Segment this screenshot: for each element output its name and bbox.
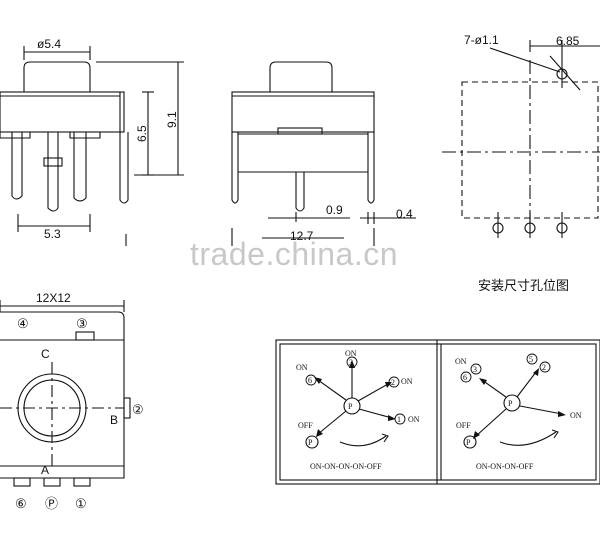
mounting-caption: 安装尺寸孔位图 bbox=[478, 278, 569, 293]
width-12.7-label: 12.7 bbox=[290, 229, 314, 243]
schematic-1-text: ON 3 ON 6 2 ON 1 ON P OFF P ON-ON-ON-ON-… bbox=[296, 349, 420, 471]
s2-on-left: ON bbox=[455, 357, 467, 366]
schematic-box bbox=[275, 339, 600, 485]
top-view bbox=[0, 300, 131, 487]
height-6.5-label: 6.5 bbox=[135, 125, 149, 142]
s1-sequence: ON-ON-ON-ON-OFF bbox=[310, 462, 382, 471]
s2-n2: 2 bbox=[542, 363, 546, 372]
s1-n3: 3 bbox=[349, 358, 353, 367]
s2-n5: 5 bbox=[529, 355, 533, 364]
s2-n3: 3 bbox=[473, 365, 477, 374]
side-view-1 bbox=[0, 46, 184, 246]
s2-n6: 6 bbox=[463, 373, 467, 382]
s2-sequence: ON-ON-ON-OFF bbox=[476, 462, 534, 471]
pin-4-label: ④ bbox=[17, 316, 29, 331]
hole-span-label: 6.85 bbox=[556, 34, 580, 48]
s1-on-top: ON bbox=[345, 349, 357, 358]
s1-on-right: ON bbox=[401, 377, 413, 386]
cap-diameter-label: ø5.4 bbox=[37, 37, 61, 51]
position-B-label: B bbox=[110, 413, 118, 427]
s1-off: OFF bbox=[298, 421, 313, 430]
s1-n1: 1 bbox=[397, 415, 401, 424]
height-9.1-label: 9.1 bbox=[165, 111, 179, 128]
offset-0.9-label: 0.9 bbox=[326, 203, 343, 217]
schematic-2-lines bbox=[463, 371, 563, 449]
s1-pp: P bbox=[308, 438, 313, 447]
pin-1-label: ① bbox=[75, 496, 87, 511]
pin-3-label: ③ bbox=[76, 316, 88, 331]
front-view bbox=[231, 61, 416, 246]
s2-on-right: ON bbox=[570, 411, 582, 420]
schematic-2-text: ON 6 3 5 2 P ON OFF P ON-ON-ON-OFF bbox=[455, 353, 582, 471]
s1-n2: 2 bbox=[391, 378, 395, 387]
pin-P-label: Ⓟ bbox=[45, 496, 58, 511]
s1-p: P bbox=[348, 402, 353, 411]
schematic-1-lines bbox=[305, 364, 393, 449]
body-size-label: 12X12 bbox=[36, 291, 71, 305]
offset-0.4-label: 0.4 bbox=[396, 207, 413, 221]
position-C-label: C bbox=[41, 347, 50, 361]
s2-off: OFF bbox=[456, 421, 471, 430]
pin-pitch-label: 5.3 bbox=[44, 227, 61, 241]
pin-6-label: ⑥ bbox=[15, 496, 27, 511]
s2-pp: P bbox=[466, 438, 471, 447]
holes-label: 7-ø1.1 bbox=[464, 33, 499, 47]
position-A-label: A bbox=[41, 463, 49, 477]
s1-n6: 6 bbox=[308, 376, 312, 385]
s1-on-1: ON bbox=[408, 415, 420, 424]
watermark: trade.china.cn bbox=[190, 236, 399, 272]
mounting-hole-view bbox=[442, 40, 600, 238]
s1-on-left: ON bbox=[296, 363, 308, 372]
pin-2-label: ② bbox=[132, 402, 144, 417]
s2-p: P bbox=[508, 399, 513, 408]
